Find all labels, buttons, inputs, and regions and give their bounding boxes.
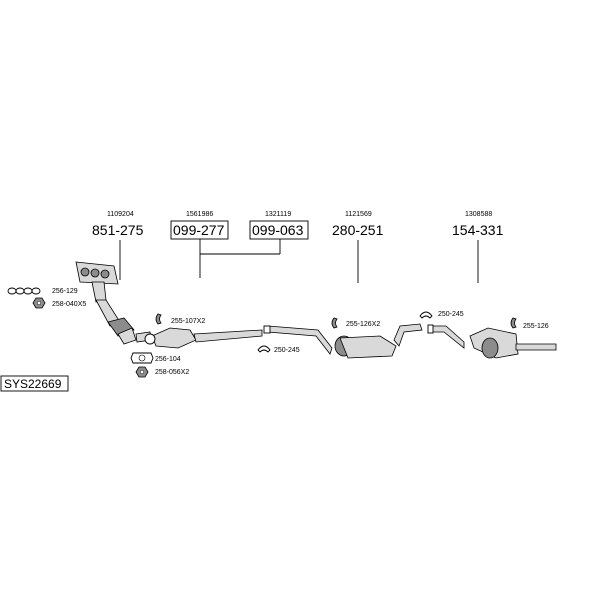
fitting-label-255-107X2[interactable]: 255-107X2 [171,318,205,325]
part-ref-catalyst-2: 1321119 [265,211,291,218]
system-id: SYS22669 [4,377,62,391]
fitting-label-255-126[interactable]: 255-126 [523,323,549,330]
part-number-catalyst-1[interactable]: 099-277 [173,222,225,238]
manifold-gasket-icon [7,287,41,295]
part-ref-rear-silencer: 1308588 [465,211,492,218]
fitting-label-255-126X2[interactable]: 255-126X2 [346,321,380,328]
clamp-icon [419,311,433,319]
fitting-label-250-245-a[interactable]: 250-245 [274,347,300,354]
clamp-icon [510,317,517,329]
fitting-label-256-129[interactable]: 256-129 [52,288,78,295]
flange-gasket-icon [130,352,154,364]
pipe-end-icon [263,325,271,334]
fitting-label-250-245-b[interactable]: 250-245 [438,311,464,318]
clamp-icon [257,345,271,353]
fitting-label-258-040X5[interactable]: 258-040X5 [52,301,86,308]
part-number-manifold[interactable]: 851-275 [92,222,144,238]
part-ref-manifold: 1109204 [107,211,134,218]
clamp-icon [331,317,338,329]
exhaust-manifold[interactable] [75,261,137,345]
part-ref-middle-silencer: 1121569 [345,211,372,218]
part-ref-catalyst-1: 1561986 [186,211,213,218]
rear-silencer[interactable] [429,325,557,359]
pipe-end-icon [427,324,434,334]
flange-icon [144,333,156,345]
fitting-label-258-056X2[interactable]: 258-056X2 [155,369,189,376]
part-box-catalyst-2 [249,220,309,240]
fitting-label-256-104[interactable]: 256-104 [155,356,181,363]
part-number-rear-silencer[interactable]: 154-331 [452,222,504,238]
leader-lines [119,239,479,283]
clamp-icon [155,313,162,325]
part-box-catalyst-1 [170,220,229,240]
part-number-catalyst-2[interactable]: 099-063 [252,222,304,238]
system-id-box [0,375,69,392]
part-number-middle-silencer[interactable]: 280-251 [332,222,384,238]
middle-silencer[interactable] [267,323,423,359]
